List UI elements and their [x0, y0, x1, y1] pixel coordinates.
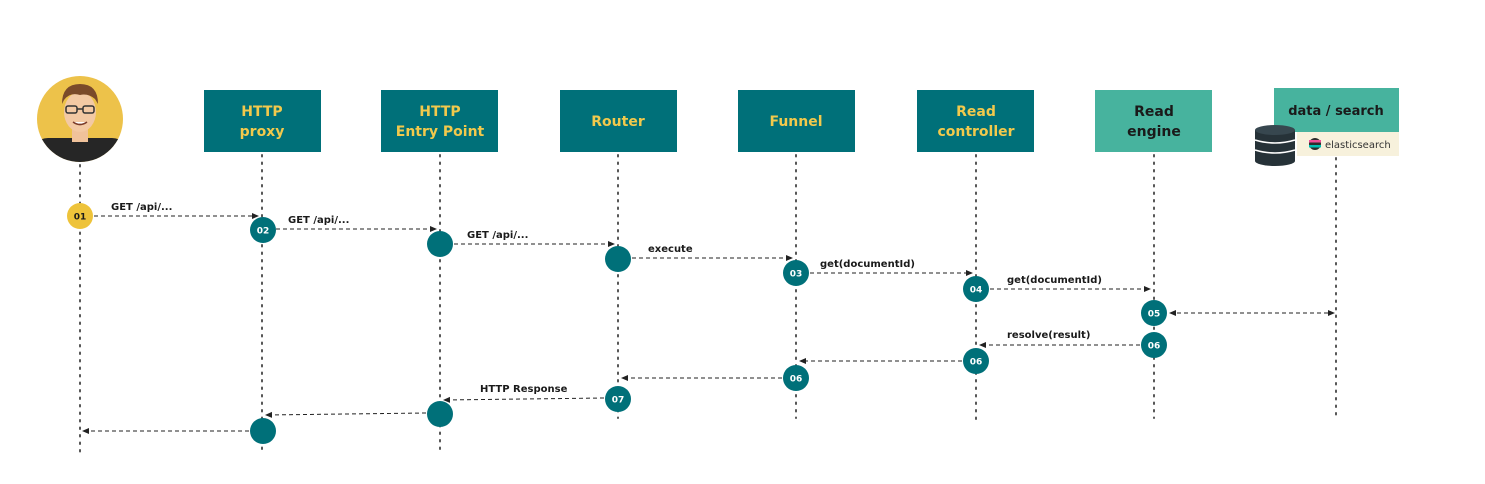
participant-label-line: controller — [937, 124, 1014, 140]
participant-label-line: engine — [1127, 124, 1181, 140]
step-number: 06 — [790, 375, 803, 385]
participant-funnel: Funnel — [738, 90, 855, 152]
step-node: 06 — [1141, 332, 1167, 358]
participant-label-line: HTTP — [419, 104, 460, 120]
step-number: 06 — [1148, 342, 1161, 352]
database-icon — [1254, 125, 1296, 166]
participant-read-engine: Read engine — [1095, 90, 1212, 152]
participant-label-line: Funnel — [769, 114, 822, 130]
participant-label-line: proxy — [240, 124, 285, 140]
step-nodes: 01 02 03 04 05 06 06 — [67, 203, 1167, 444]
participant-label-line: Read — [956, 104, 996, 120]
step-node: 01 — [67, 203, 93, 229]
participant-read-controller: Read controller — [917, 90, 1034, 152]
participant-http-entry-point: HTTP Entry Point — [381, 90, 498, 152]
message-label: get(documentId) — [1007, 275, 1102, 286]
step-node: 06 — [963, 348, 989, 374]
arrow-msg-12 — [265, 411, 427, 418]
step-number: 01 — [74, 213, 87, 223]
step-node: 07 — [605, 386, 631, 412]
step-node: 02 — [250, 217, 276, 243]
step-number: 06 — [970, 358, 983, 368]
participant-label-line: Entry Point — [396, 124, 485, 140]
message-label: GET /api/... — [467, 230, 528, 241]
message-label: get(documentId) — [820, 259, 915, 270]
step-number: 05 — [1148, 310, 1161, 320]
participant-label-line: HTTP — [241, 104, 282, 120]
user-avatar-icon — [37, 76, 123, 162]
participant-label-line: data / search — [1288, 104, 1384, 119]
step-node — [605, 246, 631, 272]
elasticsearch-logo-icon — [1309, 138, 1321, 150]
step-node — [427, 231, 453, 257]
step-number: 02 — [257, 227, 270, 237]
participant-http-proxy: HTTP proxy — [204, 90, 321, 152]
step-number: 03 — [790, 270, 803, 280]
participant-label-line: Read — [1134, 104, 1174, 120]
message-label: execute — [648, 244, 693, 255]
arrow-msg-11 — [443, 396, 605, 403]
message-label: GET /api/... — [111, 202, 172, 213]
message-arrows — [82, 213, 1335, 434]
message-label: resolve(result) — [1007, 330, 1090, 341]
step-number: 07 — [612, 396, 625, 406]
step-node: 05 — [1141, 300, 1167, 326]
participant-data-search: data / search elasticsearch — [1254, 88, 1399, 166]
step-number: 04 — [970, 286, 983, 296]
elasticsearch-label: elasticsearch — [1325, 140, 1391, 151]
message-label: HTTP Response — [480, 384, 568, 395]
step-node — [250, 418, 276, 444]
participant-label-line: Router — [591, 114, 645, 130]
step-node: 06 — [783, 365, 809, 391]
message-label: GET /api/... — [288, 215, 349, 226]
participant-router: Router — [560, 90, 677, 152]
step-node — [427, 401, 453, 427]
message-labels: GET /api/... GET /api/... GET /api/... e… — [111, 202, 1102, 395]
step-node: 03 — [783, 260, 809, 286]
step-node: 04 — [963, 276, 989, 302]
